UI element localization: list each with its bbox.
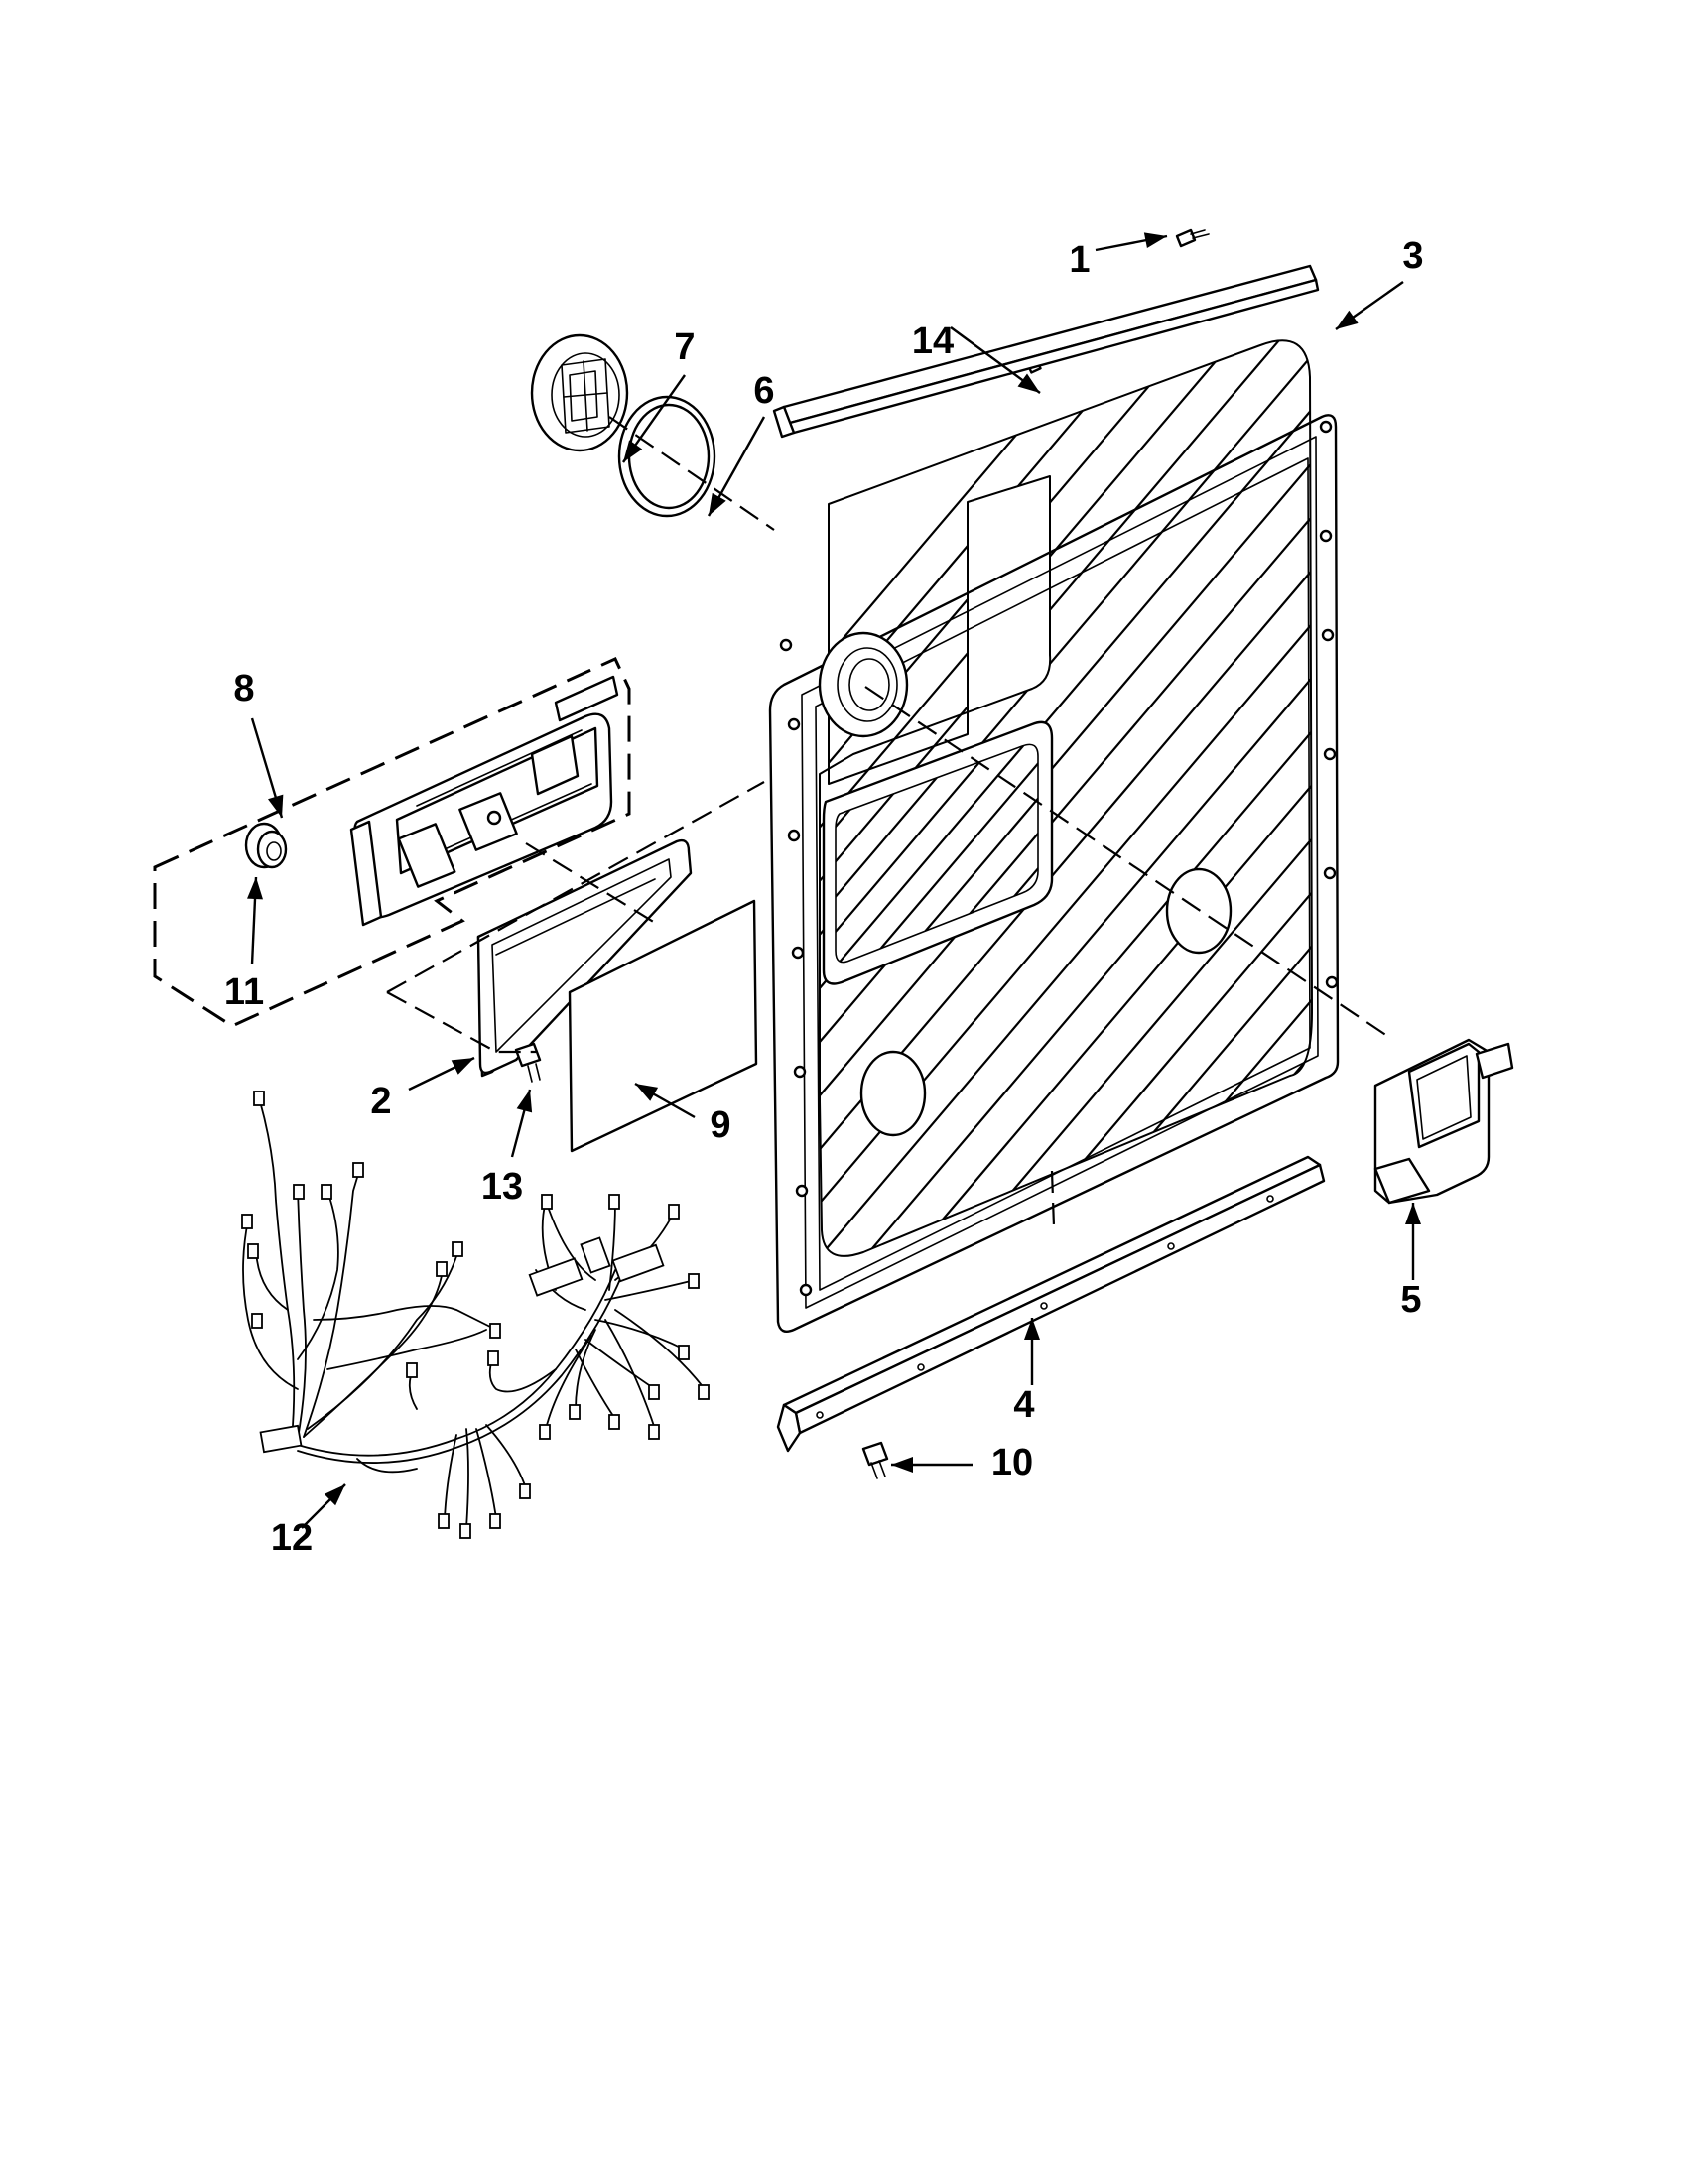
callout-8: 8 bbox=[233, 668, 254, 709]
callout-11: 11 bbox=[224, 971, 264, 1013]
callout-12: 12 bbox=[271, 1517, 313, 1559]
channel-screw-10 bbox=[861, 1441, 889, 1479]
screw-hole bbox=[791, 946, 805, 960]
arrowhead bbox=[247, 877, 263, 900]
inner-door-panel bbox=[768, 334, 1340, 1333]
screw-hole bbox=[1319, 529, 1333, 543]
dispenser-kit-outline bbox=[153, 657, 631, 1028]
board-screw-13 bbox=[514, 1042, 542, 1083]
callout-6: 6 bbox=[753, 370, 774, 412]
door-latch-5 bbox=[1373, 1038, 1514, 1205]
top-door-strip bbox=[772, 264, 1320, 439]
screw-hole bbox=[1323, 866, 1337, 880]
callout-9: 9 bbox=[710, 1104, 730, 1146]
arrowhead bbox=[1143, 232, 1167, 249]
callout-labels: 1 3 14 7 6 8 11 2 13 9 5 4 10 12 bbox=[224, 235, 1424, 1559]
bottom-door-channel bbox=[776, 1155, 1326, 1453]
arrowhead bbox=[1336, 310, 1359, 329]
hatch-line bbox=[820, 340, 1117, 1256]
panel-boss-left bbox=[859, 1050, 927, 1137]
arrowhead bbox=[709, 492, 726, 516]
arrowhead bbox=[451, 1058, 474, 1075]
callout-5: 5 bbox=[1400, 1279, 1421, 1321]
arrowhead bbox=[635, 1084, 659, 1101]
screw-hole bbox=[1319, 420, 1333, 434]
callout-7: 7 bbox=[674, 326, 695, 368]
callout-4: 4 bbox=[1013, 1384, 1034, 1426]
vent-cap-7 bbox=[530, 333, 629, 452]
screw-hole bbox=[779, 638, 793, 652]
callout-10: 10 bbox=[991, 1442, 1033, 1483]
hatch-line bbox=[820, 340, 1312, 1256]
panel-screw-holes bbox=[779, 420, 1339, 1297]
hatch-line bbox=[836, 744, 1004, 963]
callout-2: 2 bbox=[370, 1081, 391, 1122]
callout-3: 3 bbox=[1402, 235, 1423, 277]
hatch-line bbox=[981, 340, 1312, 1256]
screw-hole bbox=[1325, 975, 1339, 989]
panel-vent-ring bbox=[818, 631, 909, 738]
hatch-line bbox=[936, 340, 1312, 1256]
callout-leaders bbox=[247, 232, 1421, 1529]
hatch-line bbox=[820, 340, 1312, 1256]
arrowhead bbox=[268, 794, 284, 818]
rinse-aid-cap-11 bbox=[244, 822, 288, 869]
screw-hole bbox=[787, 829, 801, 842]
board-cover-9 bbox=[568, 899, 758, 1153]
screw-hole bbox=[1323, 747, 1337, 761]
screw-hole bbox=[799, 1283, 813, 1297]
hatch-line bbox=[1301, 340, 1312, 1256]
screw-hole bbox=[795, 1184, 809, 1198]
hatch-line bbox=[820, 340, 1312, 1256]
callout-13: 13 bbox=[481, 1166, 523, 1208]
arrowhead bbox=[1405, 1203, 1421, 1224]
strip-screw-1 bbox=[1175, 228, 1210, 248]
hatch-line bbox=[844, 340, 1312, 1256]
screw-hole bbox=[793, 1065, 807, 1079]
arrowhead bbox=[891, 1457, 913, 1473]
callout-14: 14 bbox=[912, 321, 954, 362]
arrowhead bbox=[1017, 373, 1040, 393]
hatch-line bbox=[836, 744, 1034, 963]
control-board-2 bbox=[476, 838, 693, 1078]
screw-hole bbox=[787, 717, 801, 731]
hatch-line bbox=[1027, 340, 1312, 1256]
arrowhead bbox=[516, 1090, 533, 1113]
hatch-line bbox=[890, 340, 1312, 1256]
dispenser-assembly-8 bbox=[349, 675, 619, 927]
screw-hole bbox=[1321, 628, 1335, 642]
hatch-line bbox=[820, 340, 1163, 1256]
callout-1: 1 bbox=[1069, 239, 1090, 281]
hatch-line bbox=[820, 340, 1209, 1256]
wire-harness-12 bbox=[241, 1091, 710, 1539]
arrowhead bbox=[1024, 1318, 1040, 1340]
assembly-lines bbox=[386, 416, 1388, 1227]
arrowhead bbox=[623, 440, 643, 462]
arrowhead bbox=[324, 1484, 345, 1506]
